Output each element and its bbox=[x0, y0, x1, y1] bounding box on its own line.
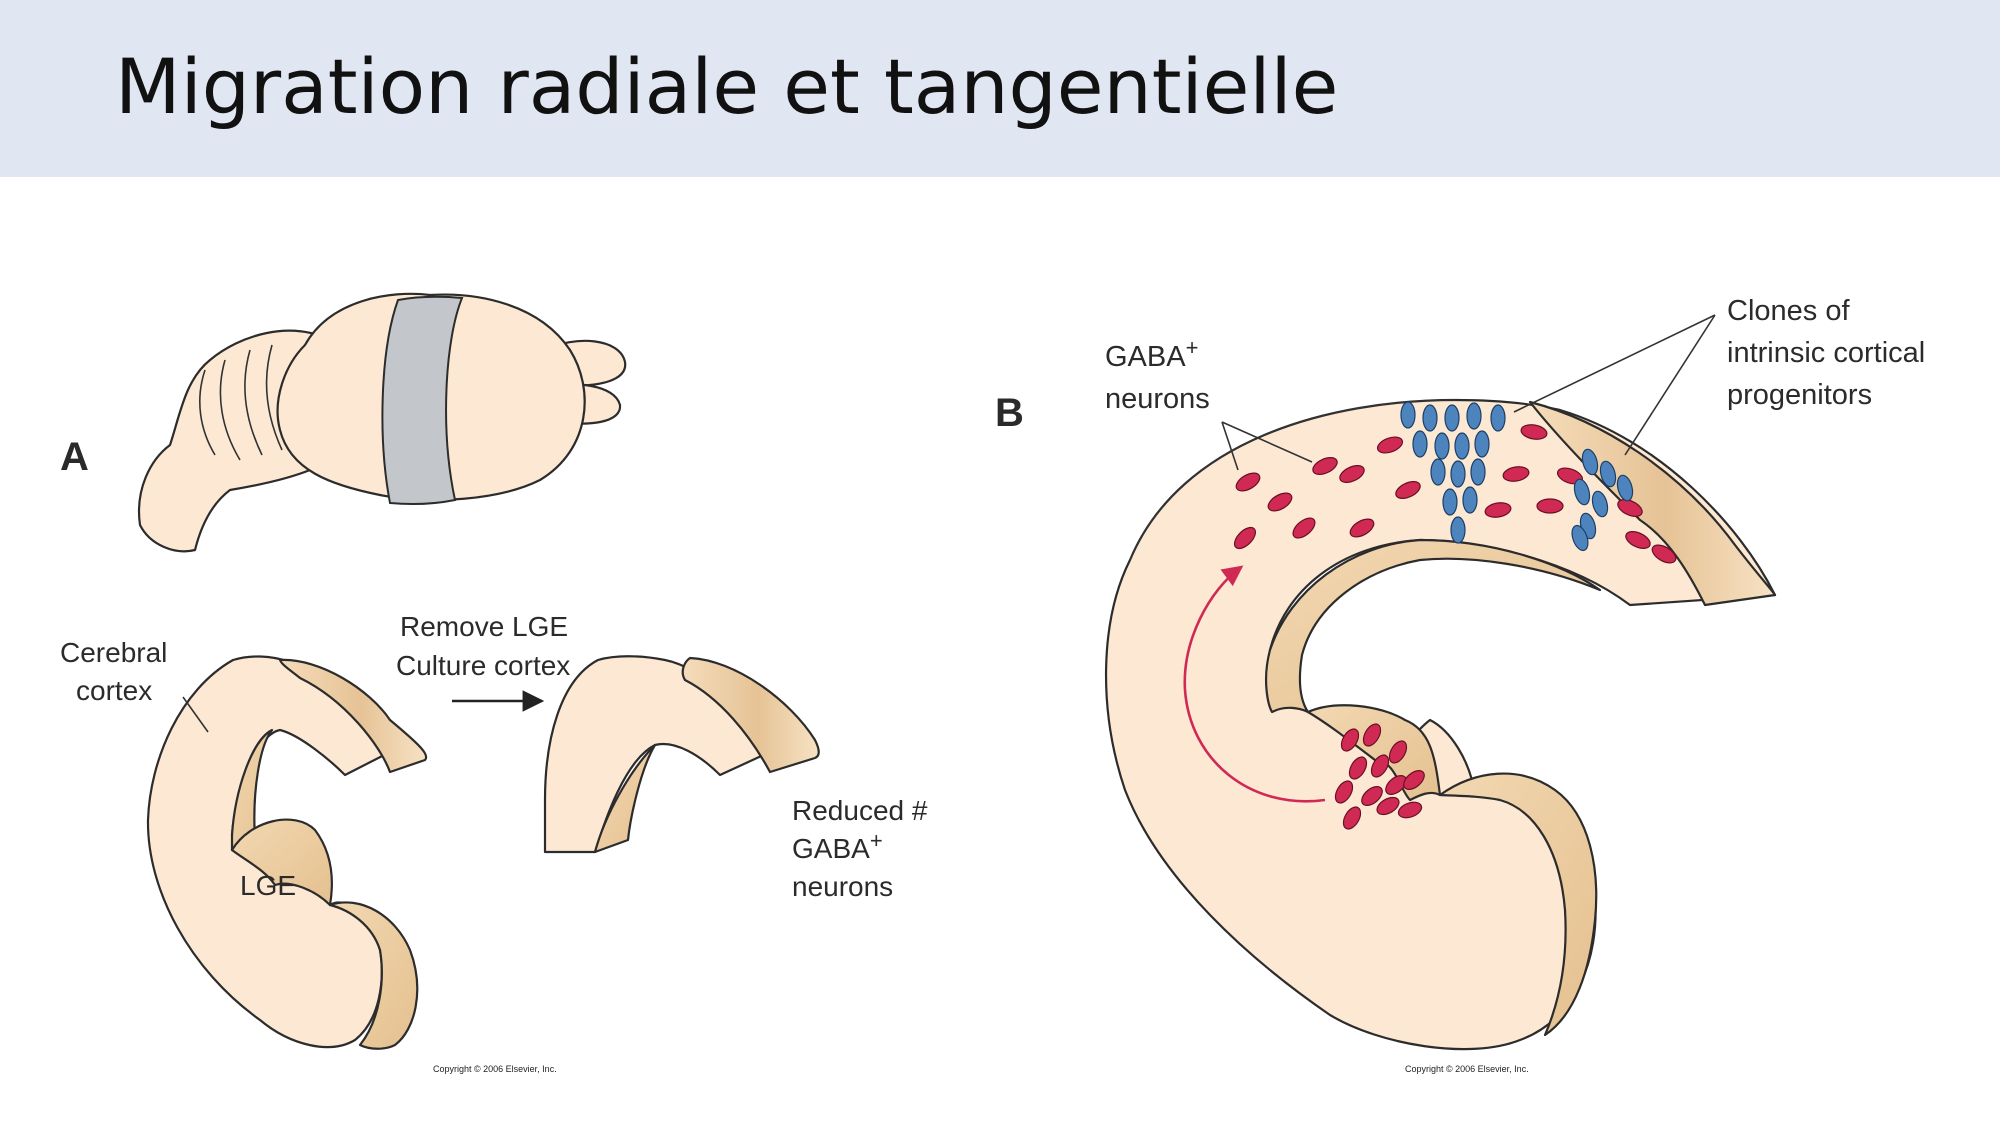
whole-brain-drawing bbox=[137, 292, 627, 553]
neurons-label-b: neurons bbox=[1105, 383, 1210, 415]
panel-b-letter: B bbox=[995, 391, 1024, 435]
clones-label-2: intrinsic cortical bbox=[1727, 337, 1925, 369]
neurons-label-a: neurons bbox=[792, 871, 893, 902]
clones-label-3: progenitors bbox=[1727, 379, 1872, 411]
culture-cortex-label: Culture cortex bbox=[396, 650, 570, 681]
migration-arrow bbox=[1183, 565, 1326, 803]
section-with-lge bbox=[146, 655, 428, 1050]
copyright-b: Copyright © 2006 Elsevier, Inc. bbox=[1405, 1064, 1529, 1074]
clones-leader-lines bbox=[1513, 314, 1716, 456]
clone-cells-b bbox=[1400, 401, 1634, 552]
slide-title: Migration radiale et tangentielle bbox=[115, 42, 1339, 131]
section-b-drawing bbox=[1105, 398, 1777, 1051]
remove-lge-label: Remove LGE bbox=[400, 611, 568, 642]
title-bar: Migration radiale et tangentielle bbox=[0, 0, 2000, 177]
gaba-leader-lines bbox=[1221, 421, 1313, 471]
clones-label-1: Clones of bbox=[1727, 295, 1850, 327]
section-without-lge bbox=[543, 655, 820, 854]
section-band bbox=[381, 295, 464, 505]
copyright-a: Copyright © 2006 Elsevier, Inc. bbox=[433, 1064, 557, 1074]
lge-label: LGE bbox=[240, 870, 296, 901]
cerebral-cortex-label-2: cortex bbox=[76, 675, 152, 706]
cerebral-cortex-label-1: Cerebral bbox=[60, 637, 167, 668]
gaba-neurons-b bbox=[1233, 424, 1677, 830]
reduced-label: Reduced # bbox=[792, 795, 928, 826]
panel-a-letter: A bbox=[60, 435, 89, 479]
gaba-label-a: GABA+ bbox=[792, 828, 883, 864]
gaba-label-b: GABA+ bbox=[1105, 335, 1198, 373]
